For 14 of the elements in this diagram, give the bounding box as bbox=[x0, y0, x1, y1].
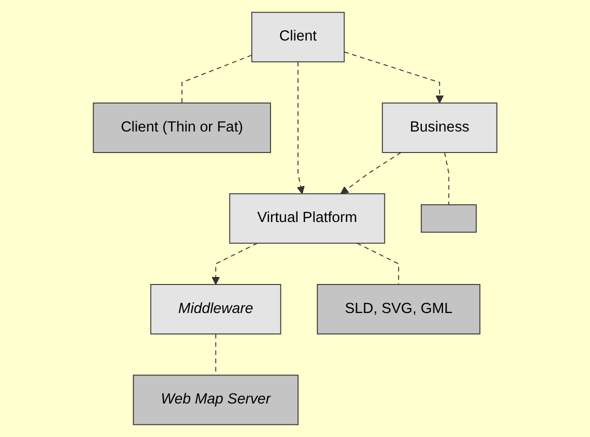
node-box: SLD, SVG, GML bbox=[316, 284, 480, 334]
node-box: Client bbox=[251, 12, 345, 62]
connector bbox=[444, 152, 450, 206]
arrow bbox=[296, 61, 305, 194]
connector bbox=[181, 54, 252, 104]
node-box: Business bbox=[382, 102, 498, 153]
node-box bbox=[420, 204, 477, 233]
arrow bbox=[344, 51, 444, 104]
node-box: Client (Thin or Fat) bbox=[92, 102, 271, 153]
arrow bbox=[212, 242, 258, 285]
node-box: Virtual Platform bbox=[229, 193, 385, 244]
arrow bbox=[340, 152, 402, 194]
connector bbox=[356, 242, 399, 285]
node-box: Middleware bbox=[150, 284, 282, 334]
